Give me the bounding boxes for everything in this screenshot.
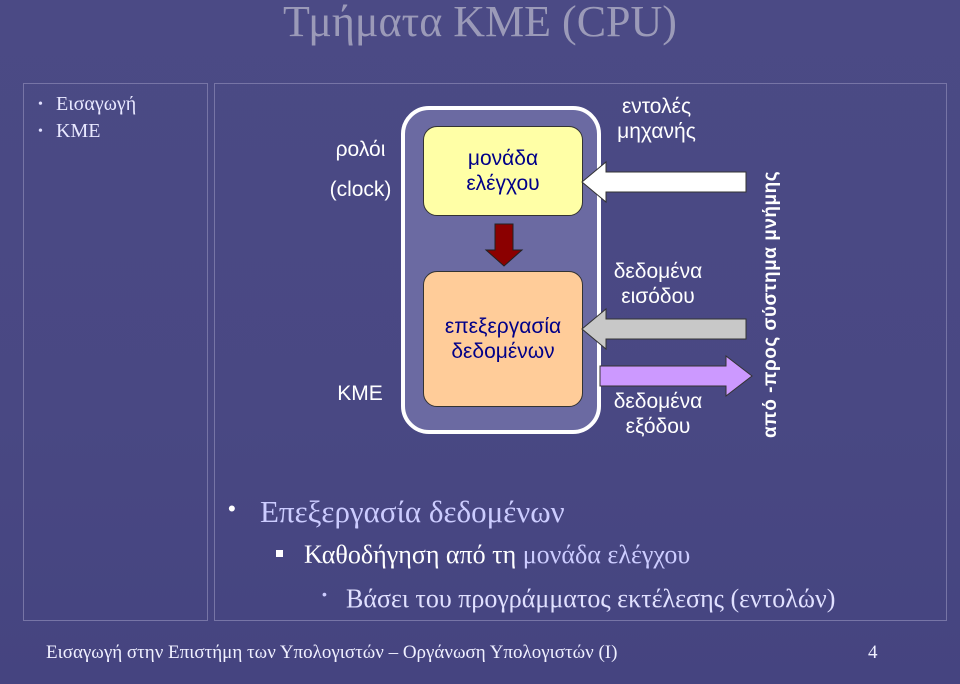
data-processing-box: επεξεργασία δεδομένων bbox=[423, 271, 583, 407]
output-data-line2: εξόδου bbox=[625, 415, 691, 438]
memory-system-label: από -προς σύστημα μνήμης bbox=[760, 170, 781, 438]
section-item-cpu[interactable]: ΚΜΕ bbox=[38, 118, 136, 145]
clock-label: ρολόι (clock) bbox=[318, 130, 403, 210]
subsub-bullet-text: Βάσει του προγράμματος εκτέλεσης (εντολώ… bbox=[346, 584, 836, 613]
left-navigation-panel: Εισαγωγή ΚΜΕ bbox=[23, 83, 208, 621]
section-list: Εισαγωγή ΚΜΕ bbox=[38, 91, 136, 145]
input-data-label: δεδομένα εισόδου bbox=[596, 259, 720, 309]
sub-bullet-highlight: μονάδα ελέγχου bbox=[522, 540, 691, 569]
input-data-arrow-icon bbox=[581, 307, 747, 351]
output-data-label: δεδομένα εξόδου bbox=[596, 389, 720, 439]
control-unit-line2: ελέγχου bbox=[466, 172, 540, 195]
instructions-label: εντολές μηχανής bbox=[599, 94, 714, 144]
section-item-intro[interactable]: Εισαγωγή bbox=[38, 91, 136, 118]
instructions-line2: μηχανής bbox=[617, 120, 696, 143]
footer-text: Εισαγωγή στην Επιστήμη των Υπολογιστών –… bbox=[46, 642, 618, 663]
slide-title: Τμήματα ΚΜΕ (CPU) bbox=[283, 0, 677, 46]
square-bullet-icon bbox=[276, 550, 283, 557]
control-unit-box: μονάδα ελέγχου bbox=[423, 126, 583, 216]
sub-bullet-text: Καθοδήγηση από τη μονάδα ελέγχου bbox=[304, 540, 690, 570]
main-bullet-icon: • bbox=[228, 496, 236, 521]
content-panel bbox=[214, 83, 947, 621]
control-unit-line1: μονάδα bbox=[467, 147, 539, 170]
subsub-bullet-icon: • bbox=[322, 586, 327, 602]
sub-bullet-prefix: Καθοδήγηση από τη bbox=[304, 540, 523, 569]
clock-label-line1: ρολόι bbox=[335, 138, 386, 161]
input-data-line1: δεδομένα bbox=[613, 260, 703, 283]
instructions-arrow-icon bbox=[581, 160, 747, 204]
control-to-processing-arrow-icon bbox=[484, 223, 524, 267]
page-number: 4 bbox=[868, 642, 878, 663]
output-data-arrow-icon bbox=[599, 354, 753, 398]
output-data-line1: δεδομένα bbox=[613, 390, 703, 413]
cpu-label: ΚΜΕ bbox=[337, 382, 383, 405]
instructions-line1: εντολές bbox=[621, 95, 692, 118]
clock-label-line2: (clock) bbox=[329, 178, 392, 201]
input-data-line2: εισόδου bbox=[621, 285, 695, 308]
data-processing-line1: επεξεργασία bbox=[444, 315, 562, 338]
main-bullet-text: Επεξεργασία δεδομένων bbox=[260, 494, 565, 529]
data-processing-line2: δεδομένων bbox=[451, 340, 555, 363]
